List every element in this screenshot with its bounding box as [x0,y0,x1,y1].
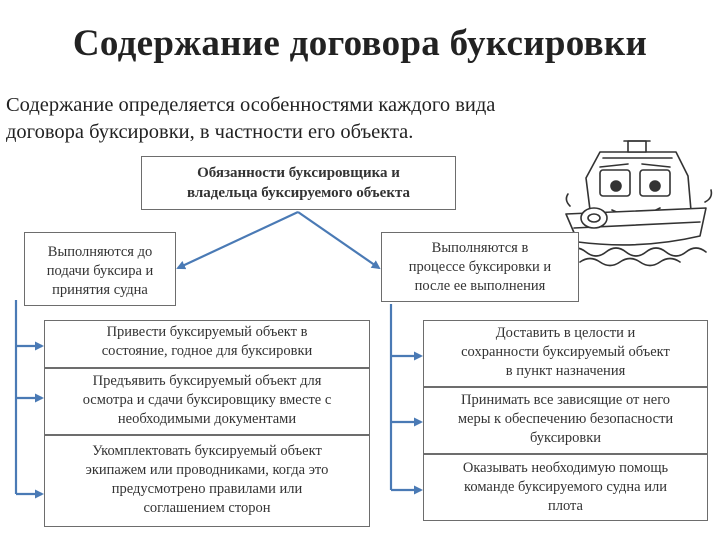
intro-line-2: договора буксировки, в частности его объ… [6,121,414,143]
item-line: Принимать все зависящие от него [460,392,671,408]
item-line: предусмотрено правилами или [111,481,303,497]
right-item-box: Доставить в целости и сохранности буксир… [423,320,708,387]
item-line: Укомплектовать буксируемый объект [92,443,322,459]
obligations-box: Обязанности буксировщика и владельца бук… [141,156,456,210]
left-heading-line: принятия судна [52,282,148,298]
item-line: сохранности буксируемый объект [461,344,670,360]
item-line: необходимыми документами [117,411,297,427]
item-line: состояние, годное для буксировки [101,343,313,359]
arrow-to-left-head [176,211,299,270]
obligations-line-1: Обязанности буксировщика и [197,165,400,181]
right-heading-line: Выполняются в [431,240,529,256]
item-line: Оказывать необходимую помощь [462,460,669,476]
item-line: меры к обеспечению безопасности [457,411,674,427]
item-line: Предъявить буксируемый объект для [92,373,322,389]
item-line: Привести буксируемый объект в [106,324,308,340]
left-item-box: Предъявить буксируемый объект для осмотр… [44,368,370,435]
right-item-box: Оказывать необходимую помощь команде бук… [423,454,708,521]
item-line: в пункт назначения [505,363,626,379]
left-item-box: Укомплектовать буксируемый объект экипаж… [44,435,370,527]
arrow-to-right-head [297,211,381,270]
item-line: буксировки [529,430,602,446]
item-line: плота [547,498,583,514]
left-branch-heading: Выполняются до подачи буксира и принятия… [24,232,176,306]
intro-line-1: Содержание определяется особенностями ка… [6,94,496,116]
item-line: команде буксируемого судна или [464,479,667,495]
item-line: соглашением сторон [143,500,271,516]
page-title: Содержание договора буксировки [72,23,648,64]
right-heading-line: процессе буксировки и [408,259,552,275]
left-heading-line: Выполняются до [47,244,153,260]
cartoon-tugboat-icon [565,140,713,267]
item-line: Доставить в целости и [495,325,636,341]
left-heading-line: подачи буксира и [46,263,154,279]
right-heading-line: после ее выполнения [414,278,546,294]
left-item-box: Привести буксируемый объект в состояние,… [44,320,370,368]
obligations-line-2: владельца буксируемого объекта [186,185,411,201]
right-branch-heading: Выполняются в процессе буксировки и посл… [381,232,579,302]
item-line: осмотра и сдачи буксировщику вместе с [82,392,332,408]
intro-text: Содержание определяется особенностями ка… [6,92,711,146]
right-item-box: Принимать все зависящие от него меры к о… [423,387,708,454]
item-line: экипажем или проводниками, когда это [85,462,329,478]
